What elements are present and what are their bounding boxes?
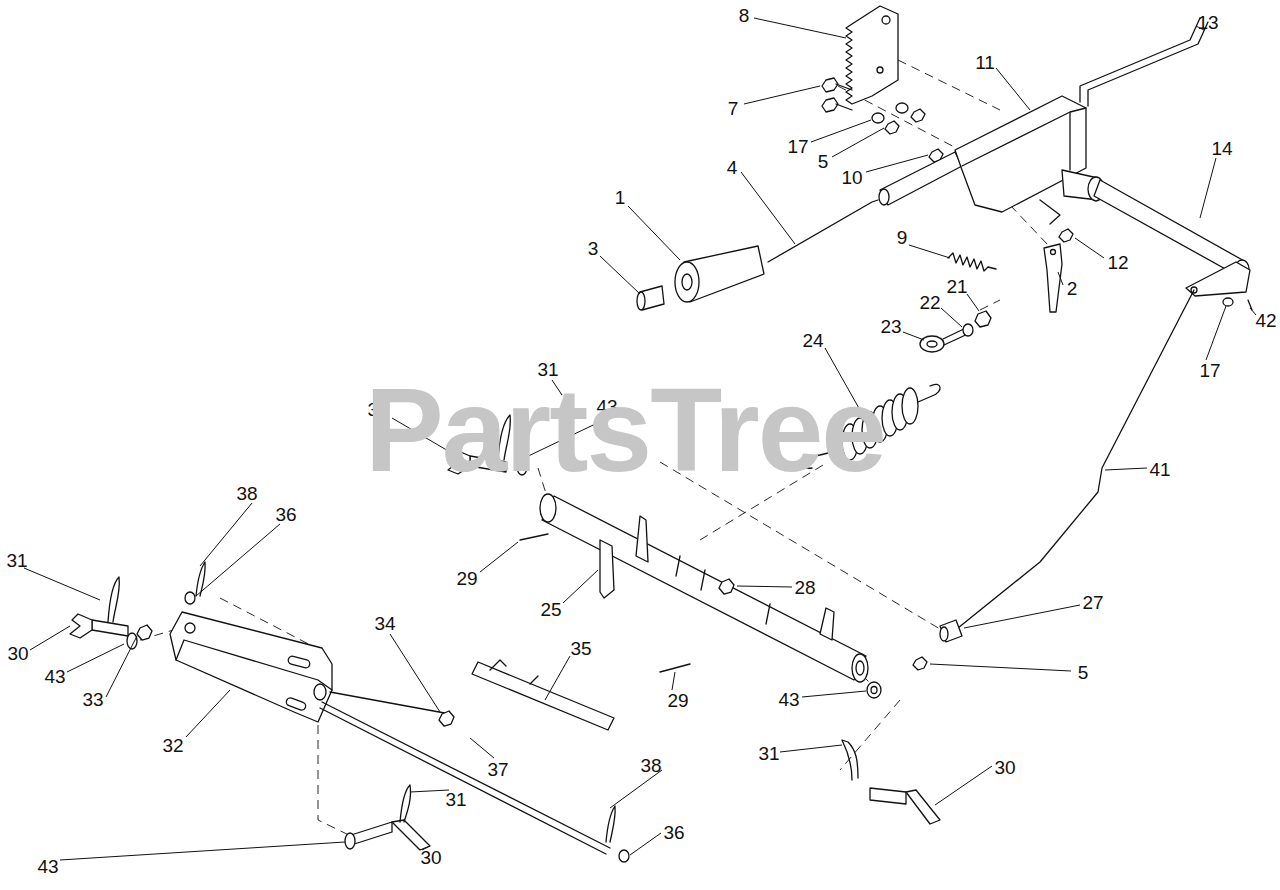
callout-number: 11 xyxy=(975,53,995,72)
eye-bolt xyxy=(920,311,991,352)
callout-number: 1 xyxy=(615,188,626,207)
callout-number: 43 xyxy=(44,667,65,686)
callout-number: 37 xyxy=(487,760,508,779)
knob-assembly xyxy=(637,200,878,310)
callout-number: 27 xyxy=(1082,593,1103,612)
callout-number: 34 xyxy=(374,614,395,633)
callout-number: 25 xyxy=(540,600,561,619)
callout-number: 10 xyxy=(841,168,862,187)
callout-number: 30 xyxy=(420,848,441,867)
callout-number: 5 xyxy=(1078,663,1089,682)
callout-number: 28 xyxy=(794,578,815,597)
callout-number: 22 xyxy=(919,293,940,312)
callout-number: 12 xyxy=(1107,253,1128,272)
callout-number: 33 xyxy=(82,690,103,709)
callout-number: 38 xyxy=(640,756,661,775)
lift-arm xyxy=(137,562,332,722)
watermark: PartsTree xyxy=(365,371,885,489)
link-and-rod xyxy=(320,660,629,862)
callout-number: 5 xyxy=(818,152,829,171)
callout-number: 2 xyxy=(1067,279,1078,298)
alignment-lines xyxy=(140,60,1048,838)
callout-number: 23 xyxy=(880,317,901,336)
callout-number: 9 xyxy=(897,228,908,247)
lift-lever xyxy=(879,18,1208,224)
callout-number: 7 xyxy=(728,99,739,118)
callout-number: 38 xyxy=(236,484,257,503)
leader-lines xyxy=(24,18,1256,860)
callout-number: 30 xyxy=(7,644,28,663)
callout-number: 43 xyxy=(778,690,799,709)
callout-number: 31 xyxy=(758,744,779,763)
pivot-shaft xyxy=(1094,180,1252,310)
callout-number: 13 xyxy=(1197,13,1218,32)
callout-number: 31 xyxy=(6,551,27,570)
lift-rod xyxy=(913,290,1194,670)
callout-number: 14 xyxy=(1211,139,1232,158)
lift-shaft xyxy=(520,494,868,682)
callout-number: 3 xyxy=(588,239,599,258)
callout-number: 29 xyxy=(667,691,688,710)
callout-number: 21 xyxy=(946,277,967,296)
callout-number: 41 xyxy=(1149,460,1170,479)
callout-number: 32 xyxy=(162,736,183,755)
callout-number: 31 xyxy=(445,790,466,809)
callout-number: 36 xyxy=(663,823,684,842)
callout-number: 4 xyxy=(727,158,738,177)
sector-plate xyxy=(846,6,898,104)
callout-number: 42 xyxy=(1255,311,1276,330)
callout-number: 24 xyxy=(802,331,823,350)
callout-number: 17 xyxy=(1199,361,1220,380)
callout-number: 35 xyxy=(570,639,591,658)
callout-number: 30 xyxy=(994,758,1015,777)
callout-number: 8 xyxy=(739,6,750,25)
callout-number: 36 xyxy=(275,505,296,524)
callout-number: 29 xyxy=(456,569,477,588)
callout-number: 17 xyxy=(787,137,808,156)
callout-number: 43 xyxy=(37,857,58,876)
